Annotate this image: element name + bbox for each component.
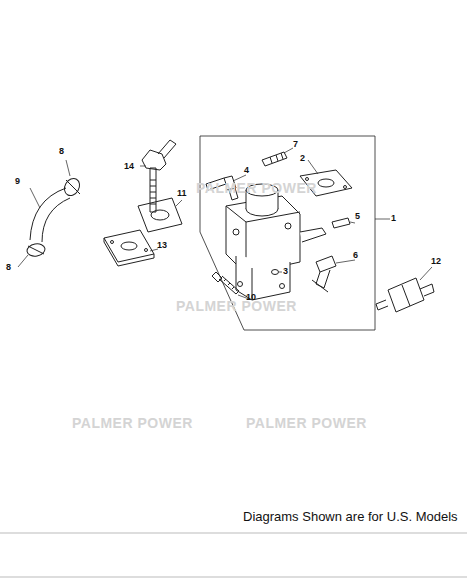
callout-number: 1: [391, 214, 396, 223]
hose-clamp: [61, 160, 82, 198]
footer-note: Diagrams Shown are for U.S. Models: [243, 510, 458, 523]
rule-line: [0, 533, 467, 534]
watermark: PALMER POWER: [72, 416, 193, 430]
screw: [212, 272, 249, 299]
hose-clamp: [18, 243, 46, 267]
mounting-plate: [104, 230, 158, 266]
watermark: PALMER POWER: [176, 299, 297, 313]
watermark: PALMER POWER: [196, 181, 317, 195]
rule-line: [0, 577, 467, 578]
leader-line: [375, 219, 390, 220]
watermark: PALMER POWER: [246, 416, 367, 430]
callout-number: 8: [6, 263, 11, 272]
callout-number: 4: [244, 166, 249, 175]
callout-number: 5: [355, 212, 360, 221]
straight-fitting: [262, 148, 293, 166]
fuel-hose: [30, 188, 70, 242]
elbow-fitting: [312, 256, 355, 292]
callout-number: 11: [177, 189, 187, 198]
callout-number: 9: [15, 177, 20, 186]
callout-number: 3: [283, 267, 288, 276]
callout-number: 12: [431, 257, 441, 266]
callout-number: 2: [300, 154, 305, 163]
callout-number: 14: [124, 162, 134, 171]
fuel-pump: [226, 184, 326, 300]
fuel-filter: [376, 267, 434, 312]
gasket: [138, 198, 182, 232]
callout-number: 8: [59, 147, 64, 156]
small-fitting: [332, 218, 355, 228]
callout-number: 6: [353, 251, 358, 260]
callout-number: 7: [293, 140, 298, 149]
washer: [272, 270, 279, 275]
callout-number: 13: [157, 241, 167, 250]
